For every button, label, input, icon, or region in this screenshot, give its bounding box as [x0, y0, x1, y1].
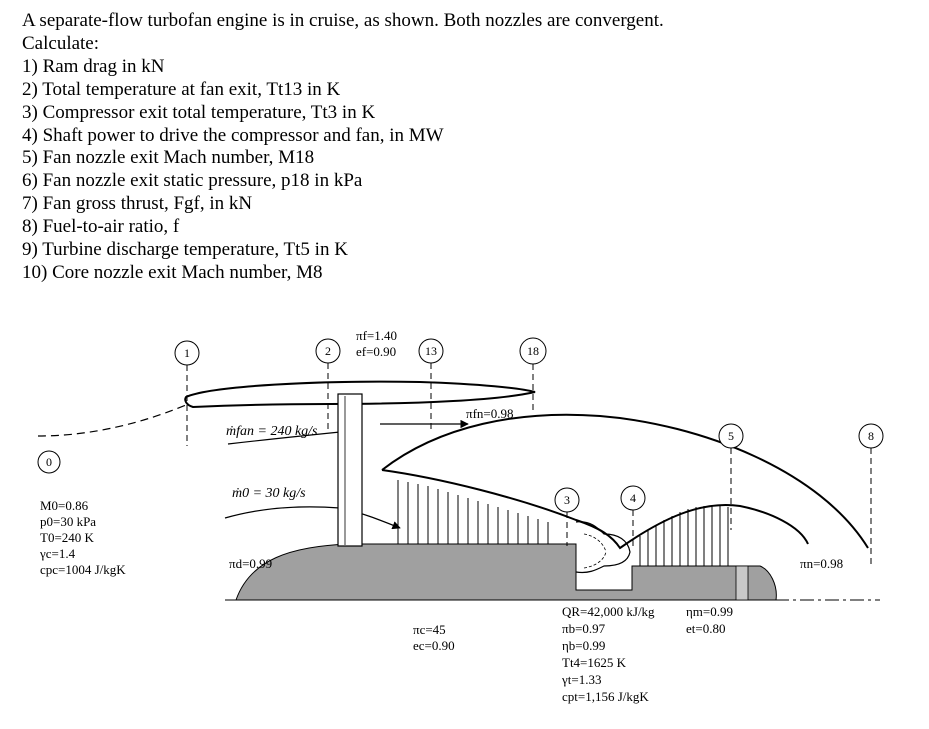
fan-blade [337, 393, 363, 547]
calculate-heading: Calculate: [22, 32, 100, 54]
turbine-cp: cpt=1,156 J/kgK [562, 689, 649, 704]
fan-pressure-ratio: πf=1.40 [356, 328, 397, 343]
turbine-blades [639, 506, 729, 566]
question-6: 6) Fan nozzle exit static pressure, p18 … [22, 170, 363, 192]
question-3: 3) Compressor exit total temperature, Tt… [22, 101, 376, 123]
problem-intro: A separate-flow turbofan engine is in cr… [22, 10, 664, 31]
freestream-pressure: p0=30 kPa [40, 514, 96, 529]
station-5-label: 5 [728, 429, 734, 443]
turbine-efficiency: et=0.80 [686, 621, 725, 636]
compressor-blades [397, 480, 549, 544]
fan-mass-flow: ṁfan = 240 kg/s [226, 424, 318, 439]
burner-parameters: QR=42,000 kJ/kg πb=0.97 ηb=0.99 Tt4=1625… [561, 604, 655, 704]
core-cowl-inner [381, 469, 809, 550]
core-streamline [224, 506, 401, 530]
question-2: 2) Total temperature at fan exit, Tt13 i… [22, 78, 341, 100]
core-mass-flow: ṁ0 = 30 kg/s [232, 486, 306, 501]
question-5: 5) Fan nozzle exit Mach number, M18 [22, 147, 315, 169]
fan-nozzle-pressure-ratio: πfn=0.98 [466, 406, 513, 421]
burner-pressure-ratio: πb=0.97 [562, 621, 606, 636]
capture-streamline [37, 404, 187, 437]
tail-cone [739, 565, 777, 601]
inlet-pressure-ratio: πd=0.99 [229, 556, 272, 571]
station-3-label: 3 [564, 493, 570, 507]
station-13-label: 13 [425, 344, 437, 358]
station-2-label: 2 [325, 344, 331, 358]
question-8: 8) Fuel-to-air ratio, f [22, 216, 180, 238]
compressor-efficiency: ec=0.90 [413, 638, 455, 653]
station-18-label: 18 [527, 344, 539, 358]
freestream-temperature: T0=240 K [40, 530, 95, 545]
station-0-label: 0 [46, 455, 52, 469]
question-4: 4) Shaft power to drive the compressor a… [22, 124, 444, 146]
question-9: 9) Turbine discharge temperature, Tt5 in… [22, 239, 348, 261]
question-1: 1) Ram drag in kN [22, 55, 165, 77]
freestream-conditions: M0=0.86 p0=30 kPa T0=240 K γc=1.4 cpc=10… [39, 498, 126, 577]
compressor-pressure-ratio: πc=45 [413, 622, 446, 637]
fuel-heating-value: QR=42,000 kJ/kg [562, 604, 655, 619]
freestream-cp: cpc=1004 J/kgK [40, 562, 126, 577]
question-10: 10) Core nozzle exit Mach number, M8 [22, 261, 323, 283]
core-hub [235, 543, 741, 601]
burner-efficiency: ηb=0.99 [562, 638, 605, 653]
fan-efficiency: ef=0.90 [356, 344, 396, 359]
turbine-gamma: γt=1.33 [561, 672, 601, 687]
mechanical-efficiency: ηm=0.99 [686, 604, 733, 619]
station-1-label: 1 [184, 346, 190, 360]
exhaust-plug-light [735, 565, 749, 601]
station-markers: 0 1 2 13 18 3 4 5 8 [37, 337, 884, 565]
station-4-label: 4 [630, 491, 636, 505]
core-cowl [381, 413, 869, 549]
combustor [575, 521, 631, 574]
problem-statement: A separate-flow turbofan engine is in cr… [22, 10, 664, 285]
turbine-inlet-temperature: Tt4=1625 K [562, 655, 627, 670]
station-8-label: 8 [868, 429, 874, 443]
freestream-mach: M0=0.86 [40, 498, 89, 513]
question-7: 7) Fan gross thrust, Fgf, in kN [22, 193, 253, 215]
core-nozzle-pressure-ratio: πn=0.98 [800, 556, 843, 571]
freestream-gamma: γc=1.4 [39, 546, 76, 561]
